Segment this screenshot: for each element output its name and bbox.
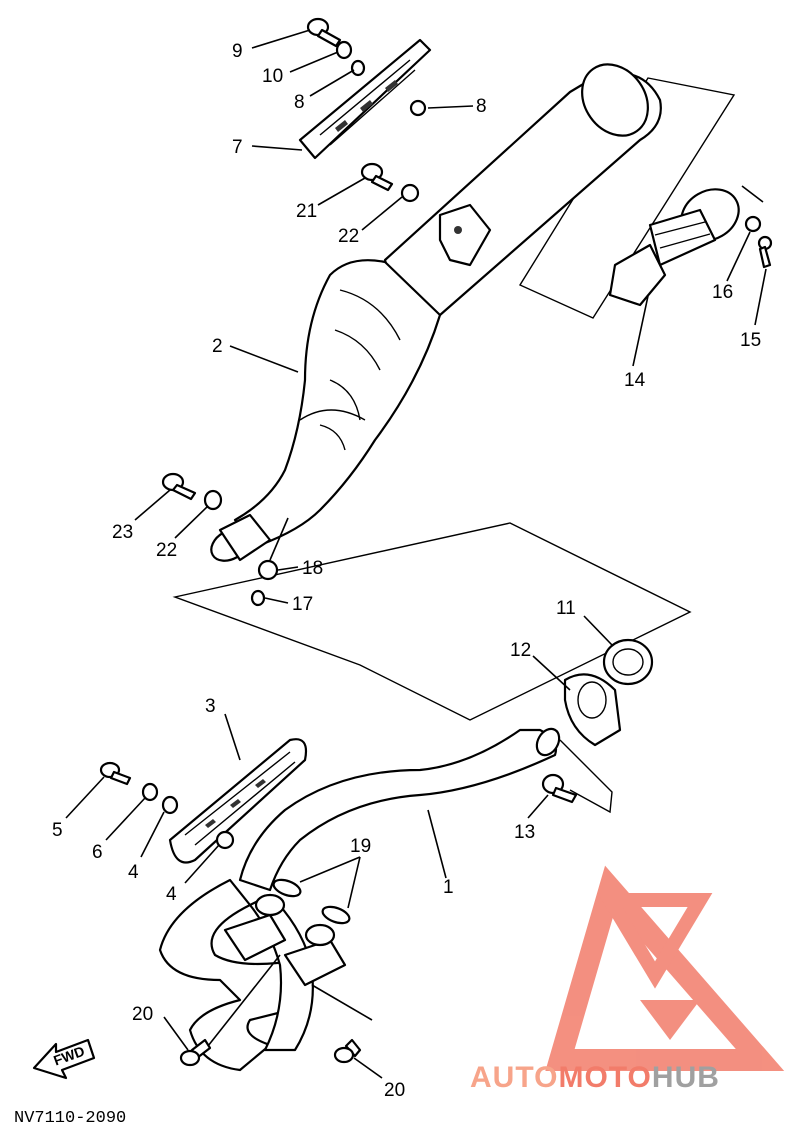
bolt-21 (360, 162, 394, 192)
label-1: 1 (443, 877, 454, 898)
label-8b: 8 (476, 96, 487, 117)
part-labels: 9 10 8 8 7 21 22 2 16 15 14 23 22 18 17 … (52, 41, 761, 1101)
label-22b: 22 (156, 540, 177, 561)
watermark-text: AUTOMOTOHUB (470, 1061, 720, 1094)
label-14: 14 (624, 370, 646, 391)
heat-guard-lower (168, 738, 308, 864)
label-22a: 22 (338, 226, 359, 247)
label-5: 5 (52, 820, 63, 841)
label-8a: 8 (294, 92, 305, 113)
gasket-19a (272, 878, 302, 898)
bolt-13 (541, 773, 578, 804)
fwd-arrow-icon: FWD (32, 1038, 96, 1080)
label-2: 2 (212, 336, 223, 357)
washer-4a (161, 795, 179, 815)
exhaust-pipe (158, 727, 561, 1072)
label-3: 3 (205, 696, 216, 717)
label-20a: 20 (132, 1004, 153, 1025)
watermark-auto: AUTO (470, 1061, 558, 1094)
watermark-moto: MOTO (558, 1061, 651, 1094)
label-10: 10 (262, 66, 283, 87)
washer-18 (257, 559, 279, 581)
silencer-assembly (210, 63, 662, 562)
nut-8a (350, 59, 366, 77)
clamp-outline (559, 739, 613, 814)
bolt-17 (250, 589, 266, 607)
washer-22b (203, 489, 223, 511)
label-23: 23 (112, 522, 133, 543)
washer-22a (400, 183, 420, 203)
joint-area-outline (172, 522, 692, 721)
label-19: 19 (350, 836, 371, 857)
label-13: 13 (514, 822, 535, 843)
label-7: 7 (232, 137, 243, 158)
leader-lines (65, 29, 767, 1079)
clamp (563, 673, 622, 747)
diagram-code: NV7110-2090 (14, 1109, 126, 1128)
spark-arrester (608, 188, 740, 307)
bolt-20b (333, 1038, 362, 1064)
label-12: 12 (510, 640, 531, 661)
label-21: 21 (296, 201, 317, 222)
label-17: 17 (292, 594, 313, 615)
watermark-logo (545, 865, 785, 1071)
label-15: 15 (740, 330, 761, 351)
label-18: 18 (302, 558, 323, 579)
label-11: 11 (556, 598, 576, 619)
nut-8b (409, 99, 427, 117)
svg-text:AUTOMOTOHUB: AUTOMOTOHUB (470, 1061, 720, 1094)
washer-10 (335, 40, 353, 60)
washer-4b (215, 830, 235, 850)
bolt-15 (757, 235, 773, 269)
gasket-19b (321, 905, 351, 925)
bolt-5 (99, 761, 132, 786)
muffler-end-outline (518, 77, 736, 319)
bolt-23 (161, 472, 197, 501)
heat-guard-upper (298, 38, 432, 160)
label-16: 16 (712, 282, 733, 303)
washer-6 (141, 782, 159, 802)
bolt-20a (179, 1038, 212, 1067)
bolt-9 (306, 17, 342, 48)
label-20b: 20 (384, 1080, 405, 1101)
gasket-ring (602, 638, 654, 686)
label-4b: 4 (166, 884, 177, 905)
watermark-hub: HUB (652, 1061, 720, 1094)
label-4a: 4 (128, 862, 139, 883)
label-6: 6 (92, 842, 103, 863)
nut-16 (744, 215, 762, 233)
label-9: 9 (232, 41, 243, 62)
